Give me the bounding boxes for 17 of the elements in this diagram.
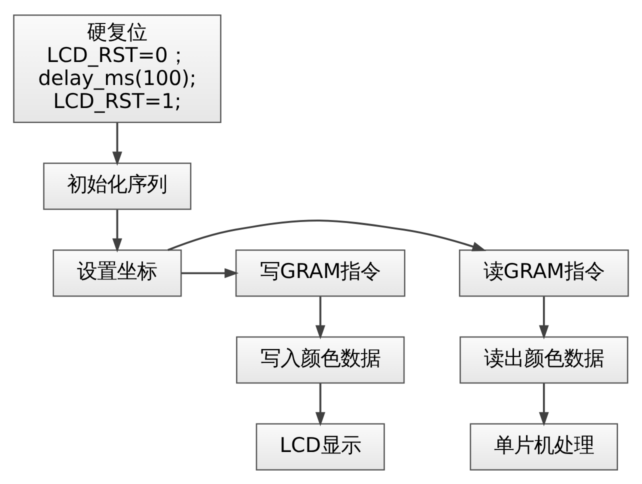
arrow <box>315 296 326 339</box>
node-box: 写入颜色数据 <box>236 336 405 384</box>
arrow <box>539 296 549 339</box>
node-box: 读出颜色数据 <box>460 336 628 384</box>
node-box: 读GRAM指令 <box>458 249 629 296</box>
arrow <box>315 382 326 426</box>
arrow <box>168 219 486 251</box>
arrow <box>112 209 122 252</box>
node-box: 单片机处理 <box>470 422 618 470</box>
arrow <box>182 268 239 278</box>
node-box: 初始化序列 <box>43 162 192 210</box>
arrow <box>539 382 549 426</box>
node-box: 硬复位 LCD_RST=0； delay_ms(100); LCD_RST=1; <box>13 14 222 123</box>
node-box: 设置坐标 <box>52 249 182 296</box>
node-box: 写GRAM指令 <box>235 249 406 296</box>
arrow <box>112 122 122 166</box>
node-box: LCD显示 <box>256 422 385 470</box>
